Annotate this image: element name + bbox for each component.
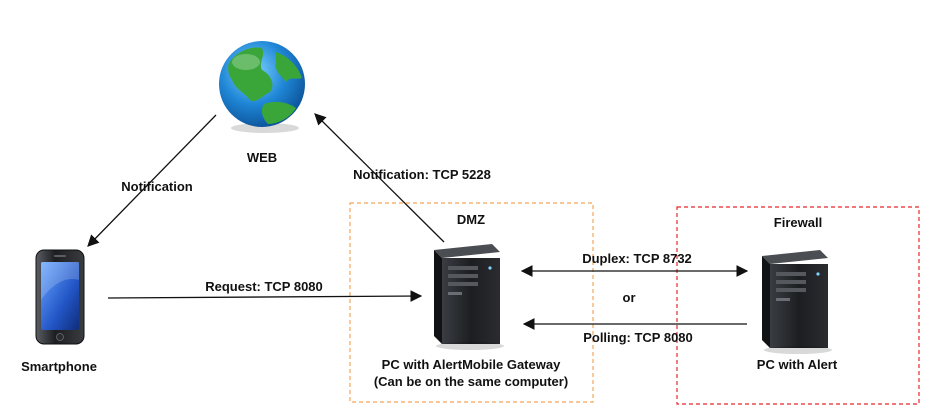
gateway-to-web-label: Notification: TCP 5228 — [353, 167, 491, 182]
web-label: WEB — [247, 150, 277, 165]
web-to-phone-arrow — [87, 114, 217, 247]
smartphone-label: Smartphone — [21, 359, 97, 374]
web-to-phone-label: Notification — [121, 179, 193, 194]
phone-to-gateway-arrow — [107, 290, 423, 302]
dmz-zone — [349, 202, 594, 403]
server-tower-icon — [762, 250, 832, 354]
dmz-label: DMZ — [457, 212, 485, 227]
firewall-zone — [676, 206, 920, 405]
gateway-to-web-arrow — [314, 113, 445, 243]
smartphone-icon — [35, 249, 85, 345]
server-tower-icon — [434, 244, 504, 350]
firewall-label: Firewall — [774, 215, 822, 230]
duplex-label: Duplex: TCP 8732 — [582, 251, 692, 266]
alert-pc-label: PC with Alert — [757, 357, 838, 372]
or-label: or — [623, 290, 636, 305]
gateway-label-line2: (Can be on the same computer) — [374, 374, 568, 389]
phone-to-gateway-label: Request: TCP 8080 — [205, 279, 323, 294]
gateway-label-line1: PC with AlertMobile Gateway — [382, 357, 561, 372]
globe-icon — [219, 41, 305, 133]
polling-label: Polling: TCP 8080 — [583, 330, 693, 345]
